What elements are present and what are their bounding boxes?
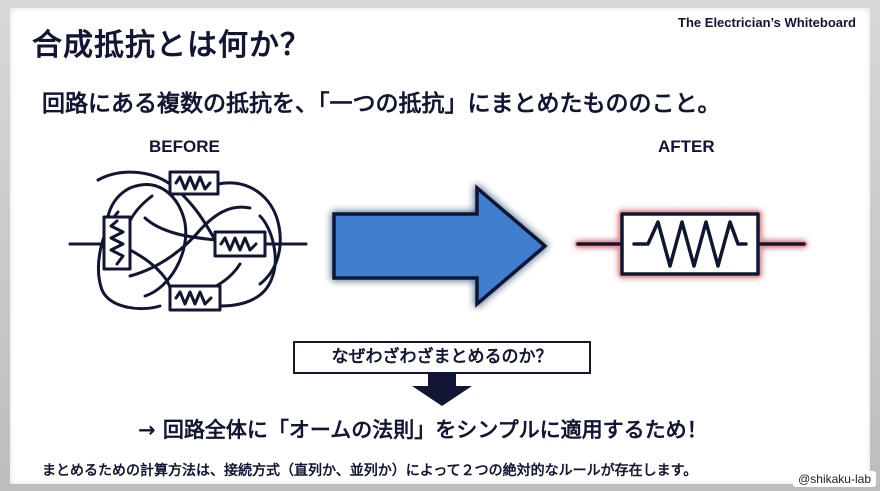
resistor-zigzag — [632, 220, 748, 268]
circuit-diagram — [68, 170, 808, 406]
resistor-bottom — [168, 284, 222, 312]
whiteboard: The Electrician’s Whiteboard 合成抵抗とは何か？ 回… — [10, 8, 870, 484]
brand-label: The Electrician’s Whiteboard — [678, 15, 856, 30]
down-arrow — [412, 368, 472, 406]
slide-subtitle: 回路にある複数の抵抗を、「一つの抵抗」にまとめたもののこと。 — [42, 91, 721, 117]
tangle-wire — [218, 214, 277, 308]
tangle-wire — [143, 216, 217, 242]
answer-text: → 回路全体に「オームの法則」をシンプルに適用するため！ — [138, 418, 708, 442]
resistor-top — [168, 170, 220, 196]
tangle-wire — [128, 205, 252, 278]
slide-title: 合成抵抗とは何か？ — [32, 28, 311, 63]
combined-resistor — [574, 210, 808, 278]
resistor-middle — [213, 230, 267, 258]
resistor-left — [102, 215, 132, 271]
footnote-text: まとめるための計算方法は、接続方式（直列か、並列か）によって２つの絶対的なルール… — [42, 463, 698, 479]
before-label: BEFORE — [149, 137, 220, 156]
transform-arrow — [332, 184, 548, 308]
credit-label: @shikaku-lab — [793, 471, 876, 487]
after-label: AFTER — [658, 137, 715, 156]
question-box: なぜわざわざまとめるのか？ — [293, 341, 591, 374]
tangled-circuit — [68, 170, 308, 312]
